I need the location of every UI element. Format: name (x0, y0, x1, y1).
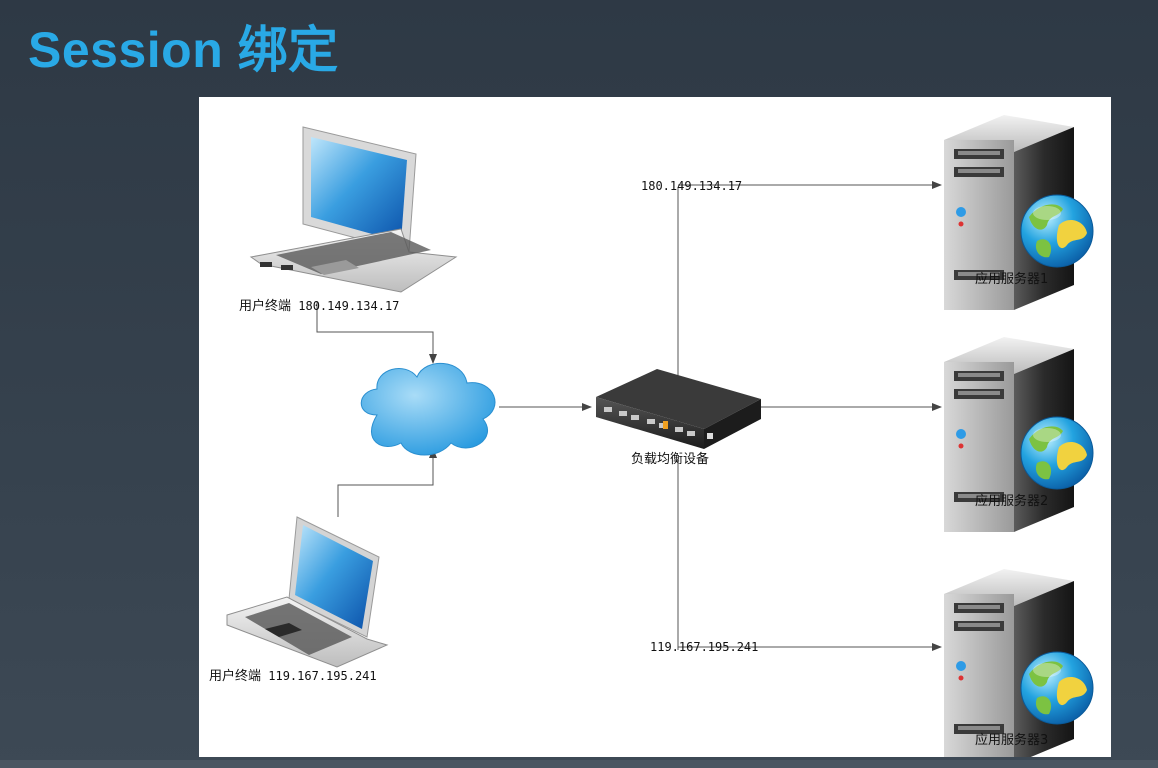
client-ip: 180.149.134.17 (298, 299, 400, 313)
bottom-bar (0, 760, 1158, 768)
route-ip-label: 180.149.134.17 (641, 179, 743, 193)
slide-title: Session 绑定 (28, 22, 339, 78)
diagram-svg (226, 115, 1094, 757)
client-label: 用户终端 119.167.195.241 (209, 669, 377, 684)
laptop-icon (226, 516, 389, 668)
network-switch-icon (596, 369, 761, 449)
cloud-icon (360, 363, 496, 456)
globe-icon (1020, 416, 1094, 490)
link-client2-cloud (337, 448, 437, 517)
server-label: 应用服务器3 (975, 733, 1049, 748)
client-name: 用户终端 (209, 669, 262, 684)
globe-icon (1020, 194, 1094, 268)
link-client1-cloud (316, 302, 437, 364)
globe-icon (1020, 651, 1094, 725)
server-label: 应用服务器2 (975, 494, 1049, 509)
connection-lines (316, 181, 942, 651)
laptop-icon (249, 126, 458, 293)
client-label: 用户终端 180.149.134.17 (239, 299, 399, 314)
server-label: 应用服务器1 (975, 272, 1049, 287)
route-ip-label: 119.167.195.241 (650, 640, 759, 654)
diagram-canvas: 用户终端 180.149.134.17 用户终端 119.167.195.241… (199, 97, 1111, 757)
load-balancer-label: 负载均衡设备 (631, 452, 710, 467)
client-name: 用户终端 (239, 299, 292, 314)
client-ip: 119.167.195.241 (268, 669, 377, 683)
